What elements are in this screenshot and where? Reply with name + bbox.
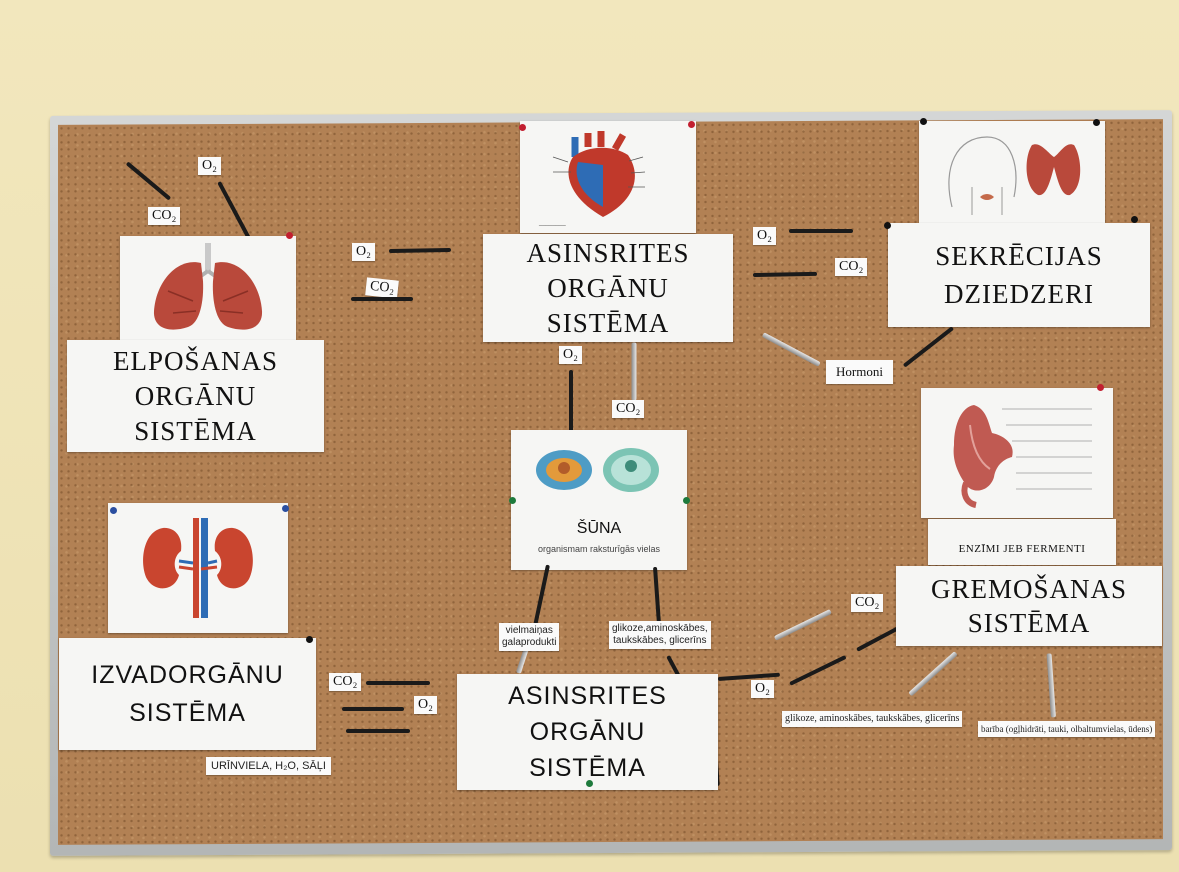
connector-stick xyxy=(789,229,853,233)
thyroid-card xyxy=(919,121,1105,223)
stomach-card xyxy=(921,388,1113,518)
pin xyxy=(282,505,289,512)
pin xyxy=(688,121,695,128)
lungs-picture xyxy=(153,243,263,330)
cell-picture xyxy=(536,448,659,492)
co2-label: CO₂ xyxy=(148,207,181,225)
cell-subtitle: organismam raksturīgās vielas xyxy=(537,544,661,554)
nutrients-blood-label: glikoze, aminoskābes, taukskābes, glicer… xyxy=(782,711,963,727)
circulatory-system-top-title: ASINSRITES ORGĀNU SISTĒMA xyxy=(526,237,690,338)
pin xyxy=(306,636,313,643)
connector-stick xyxy=(351,297,413,301)
circulatory-system-bottom-card: ASINSRITES ORGĀNU SISTĒMA xyxy=(457,674,718,790)
enzymes-card: ENZĪMI JEB FERMENTI xyxy=(928,519,1116,565)
svg-text:________: ________ xyxy=(538,220,566,226)
kidneys-card xyxy=(108,503,288,633)
heart-card: ________ xyxy=(520,121,696,233)
digestive-system-card: GREMOŠANAS SISTĒMA xyxy=(896,566,1162,646)
respiratory-system-card: ELPOŠANAS ORGĀNU SISTĒMA xyxy=(67,340,324,452)
o2-label: O₂ xyxy=(751,680,774,698)
pin xyxy=(683,497,690,504)
respiratory-system-title: ELPOŠANAS ORGĀNU SISTĒMA xyxy=(112,345,279,446)
co2-label: CO₂ xyxy=(835,258,868,276)
pin xyxy=(884,222,891,229)
stomach-diagram-picture xyxy=(953,405,1092,508)
o2-label: O₂ xyxy=(559,346,582,364)
connector-stick xyxy=(631,342,637,401)
circulatory-system-bottom-title: ASINSRITES ORGĀNU SISTĒMA xyxy=(508,682,667,782)
co2-label: CO₂ xyxy=(365,277,400,299)
circulatory-system-top-card: ASINSRITES ORGĀNU SISTĒMA xyxy=(483,234,733,342)
connector-stick xyxy=(346,729,410,733)
pin xyxy=(1131,216,1138,223)
connector-stick xyxy=(342,707,404,711)
heart-diagram-picture: ________ xyxy=(538,131,646,226)
connector-stick xyxy=(569,370,573,434)
o2-label: O₂ xyxy=(414,696,437,714)
hormones-label: Hormoni xyxy=(826,360,893,384)
cell-title: ŠŪNA xyxy=(576,520,622,537)
lungs-card xyxy=(120,236,296,340)
excretory-system-card: IZVADORGĀNU SISTĒMA xyxy=(59,638,316,750)
co2-label: CO₂ xyxy=(851,594,884,612)
cell-card: ŠŪNA organismam raksturīgās vielas xyxy=(511,430,687,570)
pin xyxy=(286,232,293,239)
waste-products-label: vielmaiņas galaprodukti xyxy=(499,623,560,651)
enzymes-label: ENZĪMI JEB FERMENTI xyxy=(958,543,1086,555)
pin xyxy=(509,497,516,504)
pin xyxy=(1097,384,1104,391)
pin xyxy=(586,780,593,787)
digestive-system-title: GREMOŠANAS SISTĒMA xyxy=(930,574,1128,638)
co2-label: CO₂ xyxy=(329,673,362,691)
endocrine-system-card: SEKRĒCIJAS DZIEDZERI xyxy=(888,223,1150,327)
nutrients-cell-label: glikoze,aminoskābes, taukskābes, glicerī… xyxy=(609,621,711,649)
endocrine-system-title: SEKRĒCIJAS DZIEDZERI xyxy=(935,241,1103,309)
thyroid-picture xyxy=(948,136,1081,215)
excretory-system-title: IZVADORGĀNU SISTĒMA xyxy=(91,661,284,727)
pin xyxy=(110,507,117,514)
o2-label: O₂ xyxy=(198,157,221,175)
food-label: barība (ogļhidrāti, tauki, olbaltumviela… xyxy=(978,721,1156,737)
pin xyxy=(1093,119,1100,126)
o2-label: O₂ xyxy=(352,243,375,261)
connector-stick xyxy=(366,681,430,685)
kidneys-picture xyxy=(143,518,253,618)
pin xyxy=(519,124,526,131)
co2-label: CO₂ xyxy=(612,400,645,418)
urine-label: URĪNVIELA, H₂O, SĀĻI xyxy=(206,757,331,775)
o2-label: O₂ xyxy=(753,227,776,245)
pin xyxy=(920,118,927,125)
